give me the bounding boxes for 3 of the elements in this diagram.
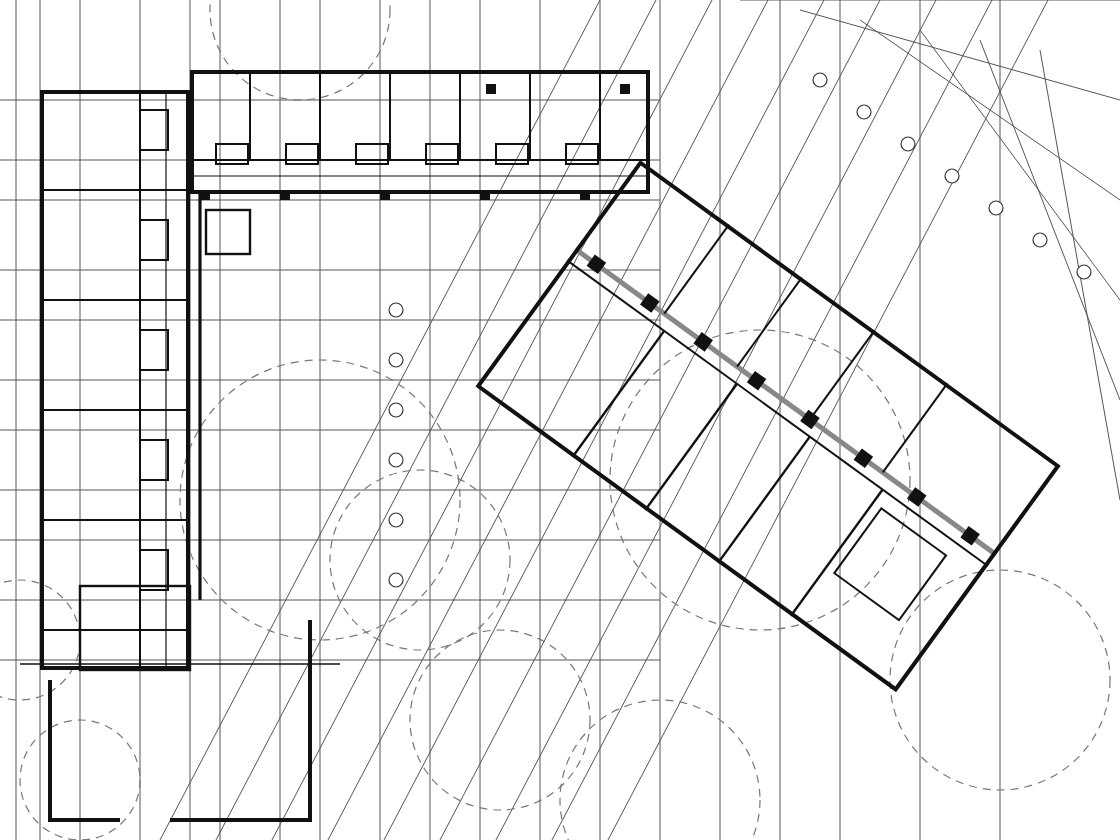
building-wing-outline [190, 70, 650, 194]
building-wing-outline [475, 160, 1061, 693]
building-wing-outline [40, 90, 190, 670]
